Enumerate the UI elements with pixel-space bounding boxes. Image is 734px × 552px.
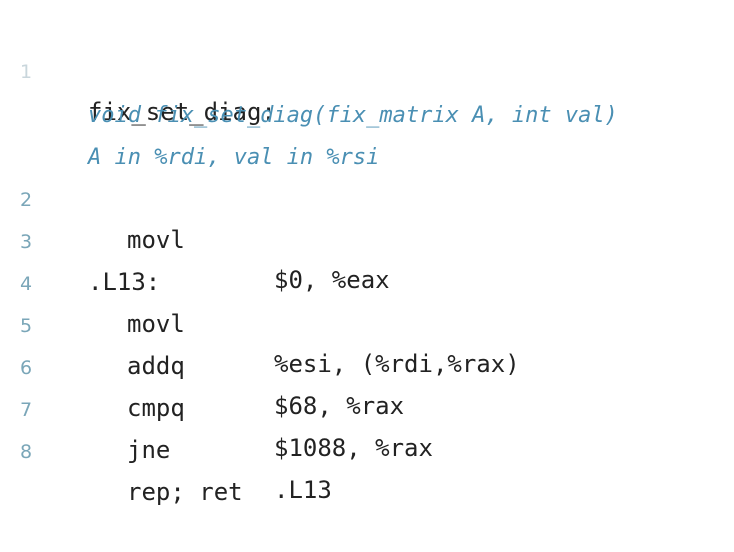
instruction-mnemonic: jne — [127, 436, 171, 464]
line-number: 8 — [20, 441, 33, 463]
comment-line: void fix_set_diag(fix_matrix A, int val) — [0, 56, 734, 128]
instruction-operands: $1088, %rax — [274, 434, 433, 462]
instruction-mnemonic: addq — [127, 352, 185, 380]
instruction-operands: .L13 — [274, 476, 332, 504]
return-instruction: rep; ret — [127, 478, 243, 506]
code-line-1: 1 fix_set_diag: — [0, 12, 734, 126]
code-line-8: 8 rep; ret — [0, 392, 734, 506]
instruction-mnemonic: movl — [127, 226, 185, 254]
line-number: 1 — [20, 61, 33, 83]
code-line-6: 6 cmpq $1088, %rax — [0, 308, 734, 462]
code-line-7: 7 jne .L13 — [0, 350, 734, 504]
instruction-operands: $68, %rax — [274, 392, 405, 420]
line-number: 3 — [20, 231, 33, 253]
line-number: 7 — [20, 399, 33, 421]
register-comment: A in %rdi, val in %rsi — [88, 145, 380, 170]
assembly-listing: 1 fix_set_diag: void fix_set_diag(fix_ma… — [0, 12, 734, 506]
code-line-2: 2 movl $0, %eax — [0, 140, 734, 294]
instruction-mnemonic: cmpq — [127, 394, 185, 422]
loop-label: .L13: — [88, 268, 161, 296]
line-number: 5 — [20, 315, 33, 337]
line-number: 6 — [20, 357, 33, 379]
instruction-mnemonic: movl — [127, 310, 185, 338]
code-line-5: 5 addq $68, %rax — [0, 266, 734, 420]
instruction-operands: %esi, (%rdi,%rax) — [274, 350, 520, 378]
line-number: 2 — [20, 189, 33, 211]
instruction-operands: $0, %eax — [274, 266, 390, 294]
function-label: fix_set_diag: — [88, 98, 276, 126]
comment-line: A in %rdi, val in %rsi — [0, 98, 734, 170]
prototype-comment: void fix_set_diag(fix_matrix A, int val) — [88, 103, 618, 128]
line-number: 4 — [20, 273, 33, 295]
code-line-4: 4 movl %esi, (%rdi,%rax) — [0, 224, 734, 378]
code-line-3: 3 .L13: — [0, 182, 734, 296]
